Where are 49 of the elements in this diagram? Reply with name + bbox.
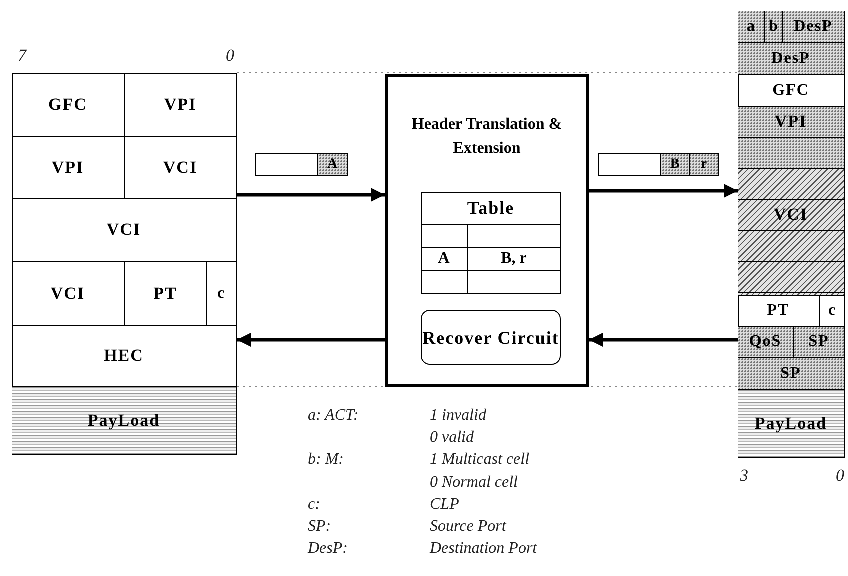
header-field: SP <box>794 327 845 358</box>
arrow <box>589 184 738 198</box>
header-field: SP <box>738 358 845 390</box>
arrow <box>237 188 385 202</box>
definition-text: 0 valid <box>430 429 474 447</box>
header-field: a <box>738 11 765 43</box>
cell-header-label: B r <box>598 153 719 176</box>
definition-text: Destination Port <box>430 540 538 558</box>
header-field: b <box>765 11 783 43</box>
header-field: DesP <box>783 11 845 43</box>
table-entry: B, r <box>467 247 561 270</box>
definition-text: 0 Normal cell <box>430 474 518 492</box>
header-field: c <box>207 262 237 326</box>
box-title: Header Translation & Extension <box>410 115 564 159</box>
table-entry: A <box>421 247 467 270</box>
bit-number: 7 <box>18 46 26 66</box>
definition-text: 1 Multicast cell <box>430 451 530 469</box>
definition-text: Source Port <box>430 518 506 536</box>
bit-number: 3 <box>740 466 748 486</box>
lookup-table <box>421 192 561 294</box>
abbreviation: a: ACT: <box>308 407 359 425</box>
cell-format-frame <box>12 73 237 455</box>
arrow <box>589 333 738 347</box>
table-title: Table <box>467 197 515 220</box>
header-field: VCI <box>12 262 125 326</box>
abbreviation: b: M: <box>308 451 344 469</box>
header-field: VCI <box>125 137 237 199</box>
arrow <box>237 333 385 347</box>
header-field: DesP <box>738 43 845 75</box>
header-field: VPI <box>738 107 845 169</box>
header-field: GFC <box>12 73 125 137</box>
header-field: PayLoad <box>12 387 237 455</box>
cell-format-frame <box>738 11 845 458</box>
definition-text: CLP <box>430 496 460 514</box>
abbreviation: c: <box>308 496 320 514</box>
header-field: VPI <box>125 73 237 137</box>
process-box <box>385 74 589 387</box>
bit-number: 0 <box>226 46 234 66</box>
definition-text: 1 invalid <box>430 407 486 425</box>
bit-number: 0 <box>836 466 844 486</box>
abbreviation: SP: <box>308 518 332 536</box>
circuit-box: Recover Circuit <box>421 310 561 365</box>
header-field: VCI <box>12 199 237 262</box>
header-field: PayLoad <box>738 390 845 458</box>
abbreviation: DesP: <box>308 540 348 558</box>
header-field: QoS <box>738 327 794 358</box>
header-field: PT <box>125 262 207 326</box>
cell-header-label: A <box>255 153 348 176</box>
header-field: VPI <box>12 137 125 199</box>
